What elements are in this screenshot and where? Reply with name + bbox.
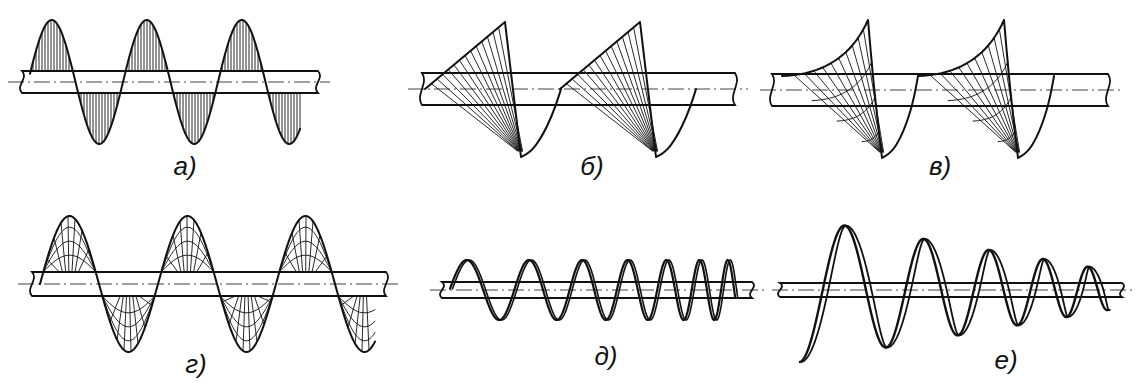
screw-blade-fan <box>408 22 748 157</box>
figure-label: д) <box>594 343 617 369</box>
flight-edge <box>425 22 561 157</box>
axis-line <box>772 290 1132 291</box>
screw-sinus-mesh <box>18 216 398 352</box>
figure-label: е) <box>994 347 1017 373</box>
axis-line <box>430 290 765 291</box>
flight-edge <box>918 20 1054 158</box>
screw-variable-pitch <box>430 260 765 320</box>
screw-solid-hatched <box>8 20 330 144</box>
flight-edge <box>782 20 918 158</box>
screw-blade-mesh <box>760 20 1120 158</box>
flight-edge <box>560 22 696 157</box>
axis-line <box>760 90 1120 91</box>
figure-label: г) <box>185 351 206 377</box>
figure-label: в) <box>929 153 951 179</box>
figure-label: б) <box>580 153 603 179</box>
flight-edge <box>802 226 1110 362</box>
screw-variable-diameter <box>772 226 1132 362</box>
figure-label: а) <box>173 153 196 179</box>
axis-line <box>18 284 398 285</box>
axis-line <box>408 89 748 90</box>
axis-line <box>8 82 330 83</box>
